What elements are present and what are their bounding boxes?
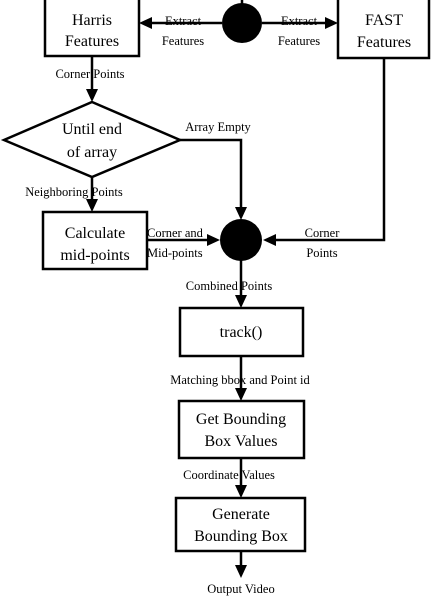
output-video-label: Output Video	[207, 582, 274, 596]
calculate-midpoints-box	[41, 210, 149, 271]
merge-junction-node	[220, 219, 262, 261]
arrowhead	[86, 89, 98, 102]
harris-label-2: Features	[65, 33, 119, 50]
extract-junction-node	[222, 3, 262, 43]
extract-left-label-1: Extract	[165, 14, 202, 28]
gen-label-2: Bounding Box	[194, 528, 288, 545]
corner-points-label: Corner Points	[55, 67, 124, 81]
arrowhead	[325, 17, 338, 29]
arrowhead	[235, 388, 247, 401]
arrowhead	[235, 207, 247, 220]
arrowhead	[235, 485, 247, 498]
corner-points-right-label-1: Corner	[305, 226, 341, 240]
until-end-decision	[0, 100, 184, 179]
arrowhead	[263, 234, 276, 246]
decision-label-2: of array	[67, 144, 117, 161]
coordinate-values-label: Coordinate Values	[183, 468, 275, 482]
mid-label-2: mid-points	[60, 247, 129, 264]
harris-features-box	[43, 0, 141, 58]
arrowhead	[235, 295, 247, 308]
extract-right-label-1: Extract	[281, 14, 318, 28]
matching-bbox-label: Matching bbox and Point id	[170, 373, 310, 387]
corner-mid-label-1: Corner and	[147, 226, 204, 240]
arrowhead	[235, 565, 247, 578]
combined-points-label: Combined Points	[186, 279, 273, 293]
neighboring-points-label: Neighboring Points	[25, 185, 123, 199]
arrowhead	[139, 17, 152, 29]
corner-points-right-label-2: Points	[306, 246, 337, 260]
corner-mid-label-2: Mid-points	[147, 246, 203, 260]
fast-features-box	[336, 0, 431, 60]
harris-label-1: Harris	[72, 12, 112, 29]
bbox-label-2: Box Values	[204, 433, 277, 450]
edge-loop-to-merge	[180, 138, 243, 208]
bbox-label-1: Get Bounding	[196, 411, 286, 428]
fast-label-2: Features	[357, 34, 411, 51]
gen-label-1: Generate	[212, 506, 270, 523]
track-label: track()	[220, 324, 263, 341]
get-bbox-box	[177, 399, 306, 460]
decision-label-1: Until end	[62, 121, 122, 138]
array-empty-label: Array Empty	[185, 120, 251, 134]
extract-right-label-2: Features	[278, 34, 320, 48]
mid-label-1: Calculate	[65, 225, 125, 242]
track-box	[178, 306, 305, 358]
fast-label-1: FAST	[365, 12, 403, 29]
generate-bbox-box	[174, 496, 307, 553]
extract-left-label-2: Features	[162, 34, 204, 48]
arrowhead	[207, 234, 220, 246]
edge-fast-to-merge	[276, 58, 386, 242]
arrowhead	[86, 199, 98, 212]
